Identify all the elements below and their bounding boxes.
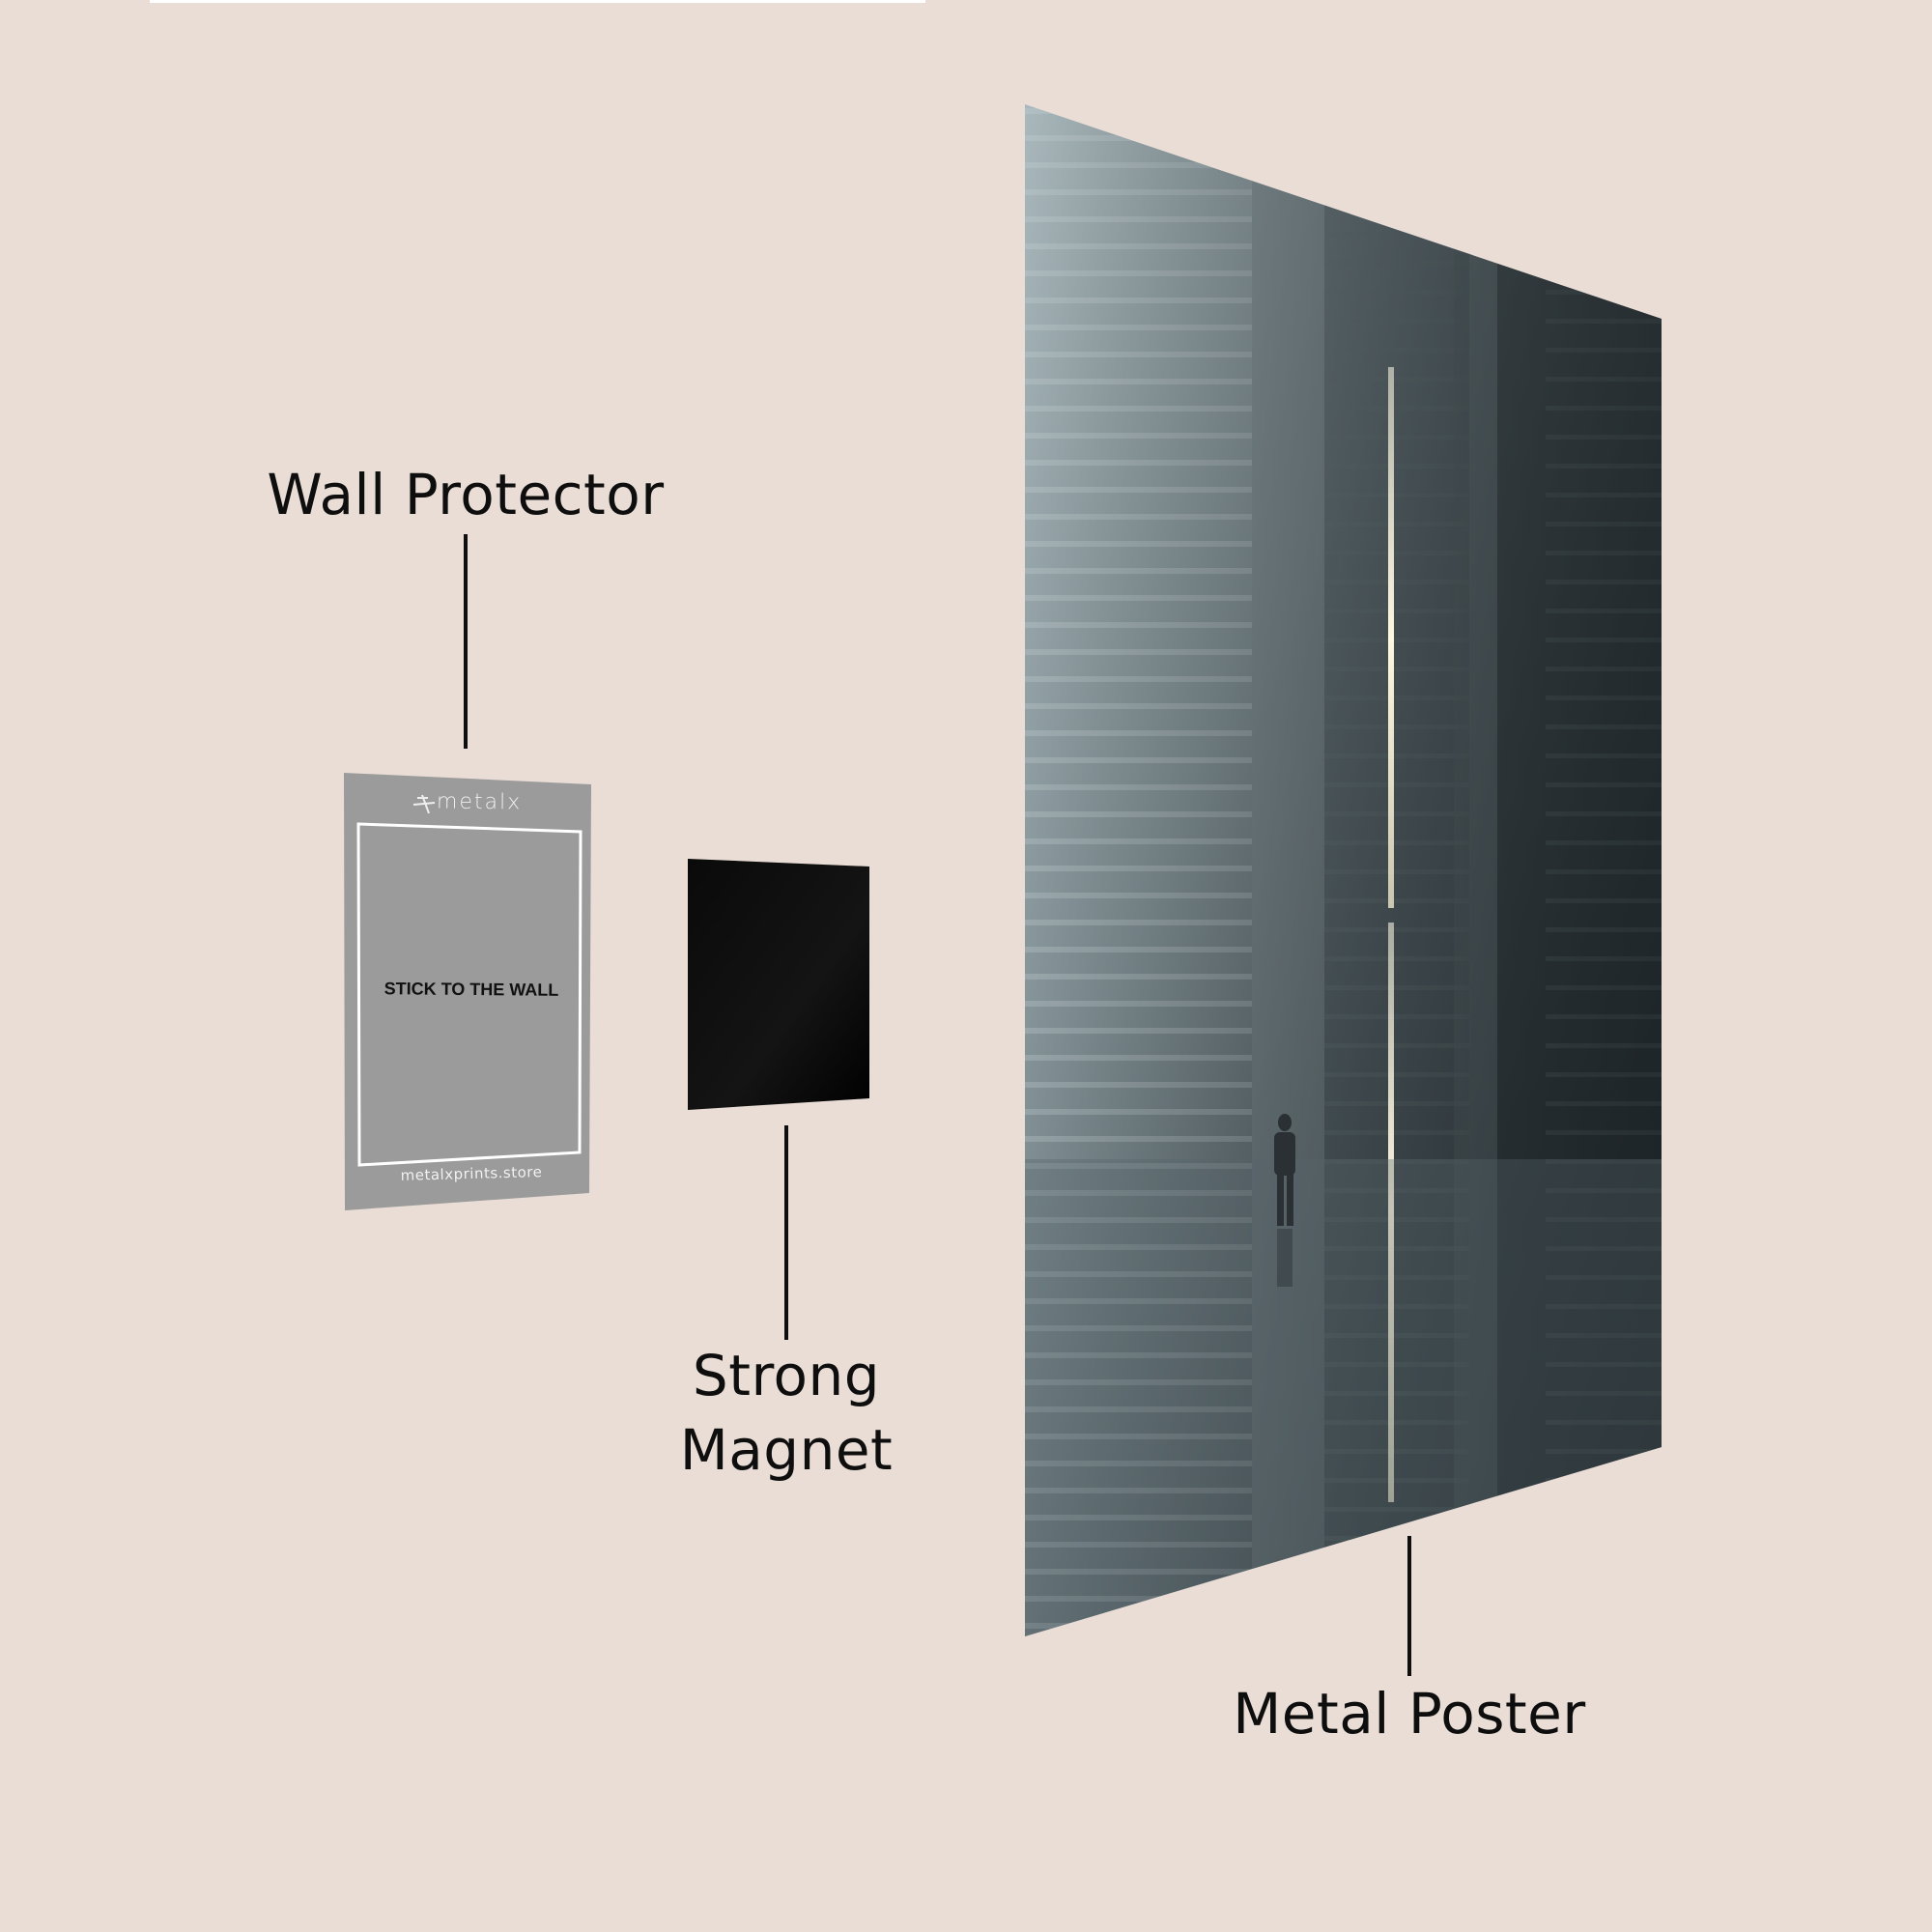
walking-figure bbox=[1274, 1114, 1295, 1287]
connector-metal-poster bbox=[1407, 1536, 1411, 1676]
wall-protector-sticker bbox=[344, 773, 591, 1210]
protector-brand-name: metalx bbox=[436, 789, 523, 815]
metal-poster bbox=[1025, 104, 1662, 1636]
strong-magnet bbox=[688, 859, 869, 1110]
label-wall-protector: Wall Protector bbox=[267, 462, 665, 527]
metalx-logo-icon bbox=[412, 794, 436, 814]
connector-strong-magnet bbox=[784, 1125, 788, 1340]
connector-wall-protector bbox=[464, 534, 468, 749]
protector-instruction: STICK TO THE WALL bbox=[384, 979, 559, 1000]
label-strong-magnet-line2: Magnet bbox=[679, 1417, 894, 1483]
label-metal-poster: Metal Poster bbox=[1233, 1681, 1586, 1747]
top-white-bar bbox=[150, 0, 925, 3]
label-strong-magnet-line1: Strong bbox=[692, 1343, 881, 1408]
